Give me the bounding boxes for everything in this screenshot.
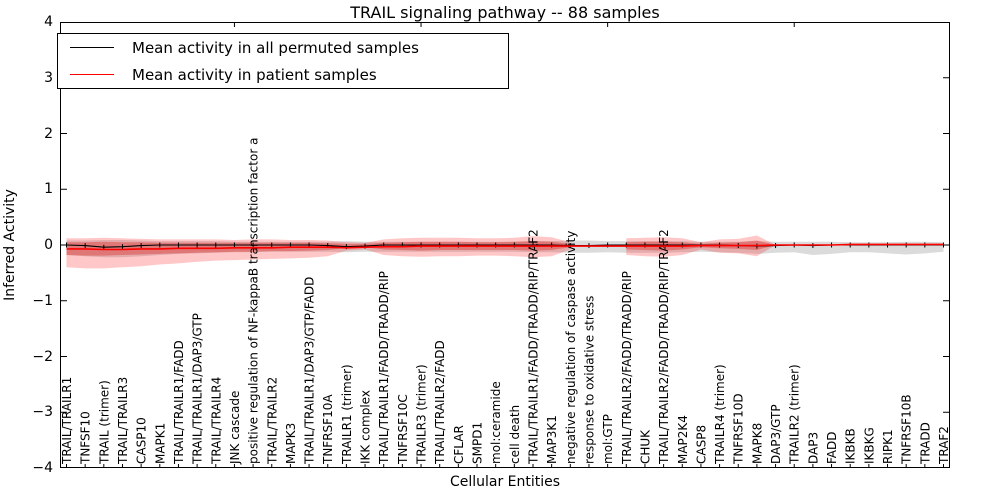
y-tick-label: −3 [32,404,53,421]
x-tick-label: mol:ceramide [489,381,503,464]
y-tick-label: 2 [44,125,53,142]
x-tick-label: IKBKB [844,428,858,464]
y-tick-label: 1 [44,181,53,198]
y-tick-label: 0 [44,237,53,253]
x-tick-label: TRAIL/TRAILR1/DAP3/GTP [191,313,205,465]
permuted-line-swatch [70,47,114,48]
patient-line-swatch [70,74,114,75]
chart-title: TRAIL signaling pathway -- 88 samples [350,3,660,22]
x-tick-label: MAPK3 [284,423,298,464]
x-tick-label: IKK complex [359,390,373,464]
x-tick-label: TRAIL/TRAILR2 [265,377,279,465]
patient-samples-std-outer-band [66,236,571,269]
x-tick-label: CFLAR [452,425,466,464]
x-tick-label: MAP2K4 [676,415,690,464]
x-tick-label: CASP8 [694,425,708,464]
plot-area: TRAIL/TRAILR1 TNFSF10 TRAIL (trimer) TRAIL/… [60,22,950,468]
x-tick-label: RIPK1 [881,429,895,464]
x-axis-label: Cellular Entities [449,474,561,490]
x-tick-label: TRAIL/TRAILR4 [209,377,223,465]
x-tick-label: TNFSF10 [79,411,93,465]
x-tick-label: IKBKG [862,427,876,464]
x-tick-label: TNFRSF10A [321,394,335,465]
x-tick-label: TRAILR3 (trimer) [415,364,429,465]
x-tick-label: cell death [508,405,522,464]
legend-item-permuted: Mean activity in all permuted samples [58,35,508,61]
x-tick-label: TRAIL/TRAILR1/FADD/TRADD/RIP [377,271,391,465]
x-tick-label: JNK cascade [228,391,242,465]
permuted-samples-std-band [66,240,944,258]
x-tick-label: TRAIL/TRAILR1/FADD [172,340,186,465]
x-tick-label: MAPK8 [750,423,764,464]
x-tick-label: TRAIL/TRAILR3 [116,377,130,465]
x-tick-label: TRAILR4 (trimer) [713,364,727,465]
x-tick-label: TRAF2 [937,426,950,465]
legend-item-patient: Mean activity in patient samples [58,62,508,88]
y-tick-label: −4 [32,460,53,476]
x-tick-label: TRAIL/TRAILR2/FADD/TRADD/RIP [620,271,634,465]
x-tick-label: DAP3 [806,432,820,464]
x-tick-label: mol:GTP [601,414,615,464]
legend-label-patient: Mean activity in patient samples [132,65,377,84]
x-tick-label: FADD [825,432,839,465]
x-tick-label: CHUK [638,429,652,464]
x-tick-label: negative regulation of caspase activity [564,231,578,464]
x-tick-label: positive regulation of NF-kappaB transcr… [247,138,261,464]
x-tick-label: TNFRSF10C [396,394,410,465]
x-tick-label: TRAIL/TRAILR2/FADD/TRADD/RIP/TRAF2 [657,229,671,465]
y-tick-label: −1 [32,292,53,309]
legend: Mean activity in all permuted samples Me… [57,33,509,89]
x-tick-label: TNFRSF10B [900,394,914,465]
x-tick-label: MAP3K1 [545,415,559,464]
x-tick-label: response to oxidative stress [583,296,597,464]
x-tick-label: SMPD1 [471,422,485,464]
y-tick-label: −2 [32,348,53,365]
x-tick-label: DAP3/GTP [769,404,783,464]
x-tick-label: TRAILR1 (trimer) [340,364,354,465]
legend-label-permuted: Mean activity in all permuted samples [132,38,419,57]
x-tick-label: TRAIL/TRAILR1/FADD/TRADD/RIP/TRAF2 [527,229,541,465]
x-tick-label: CASP10 [135,417,149,464]
x-tick-label: TRAIL (trimer) [97,380,111,465]
x-tick-label: TRAIL/TRAILR2/FADD [433,340,447,465]
x-tick-label: MAPK1 [153,423,167,464]
x-tick-label: TRAIL/TRAILR1/DAP3/GTP/FADD [303,277,317,465]
y-tick-label: 3 [44,69,53,86]
x-tick-label: TNFRSF10D [732,393,746,465]
patient-mean-line [66,243,944,251]
y-tick-label: 4 [44,14,53,30]
x-tick-label: TRAIL/TRAILR1 [60,377,74,465]
x-tick-label: TRAILR2 (trimer) [788,364,802,465]
x-tick-label: TRADD [918,422,932,465]
